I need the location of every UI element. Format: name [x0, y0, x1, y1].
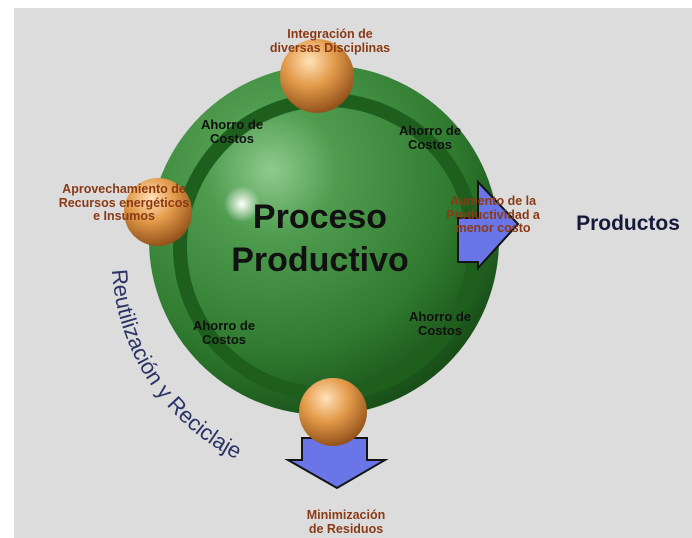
waste-arrow: [284, 437, 389, 490]
output-label: Productos: [576, 212, 680, 235]
bottom-node-label: Minimización de Residuos: [306, 508, 386, 536]
savings-label-bottom-right: Ahorro de Costos: [408, 309, 472, 339]
bottom-node: [299, 378, 367, 446]
savings-label-top-left: Ahorro de Costos: [200, 117, 264, 147]
sphere-highlight: [224, 186, 260, 222]
savings-label-top-right: Ahorro de Costos: [398, 123, 462, 153]
top-node: [280, 39, 354, 113]
process-diagram: Reutilización y Reciclaje: [107, 39, 520, 490]
top-node-label: Integración de diversas Disciplinas: [269, 27, 391, 55]
right-node-label: Aumento de la Productividad a menor cost…: [446, 194, 540, 235]
diagram-canvas: Reutilización y Reciclaje Integración de…: [14, 8, 692, 538]
productivity-arrow: [457, 179, 520, 271]
savings-label-bottom-left: Ahorro de Costos: [192, 318, 256, 348]
left-node-label: Aprovechamiento de Recursos energéticos …: [58, 182, 190, 223]
left-node: [124, 178, 192, 246]
center-title: Proceso Productivo: [231, 198, 409, 279]
process-sphere: [149, 65, 499, 415]
